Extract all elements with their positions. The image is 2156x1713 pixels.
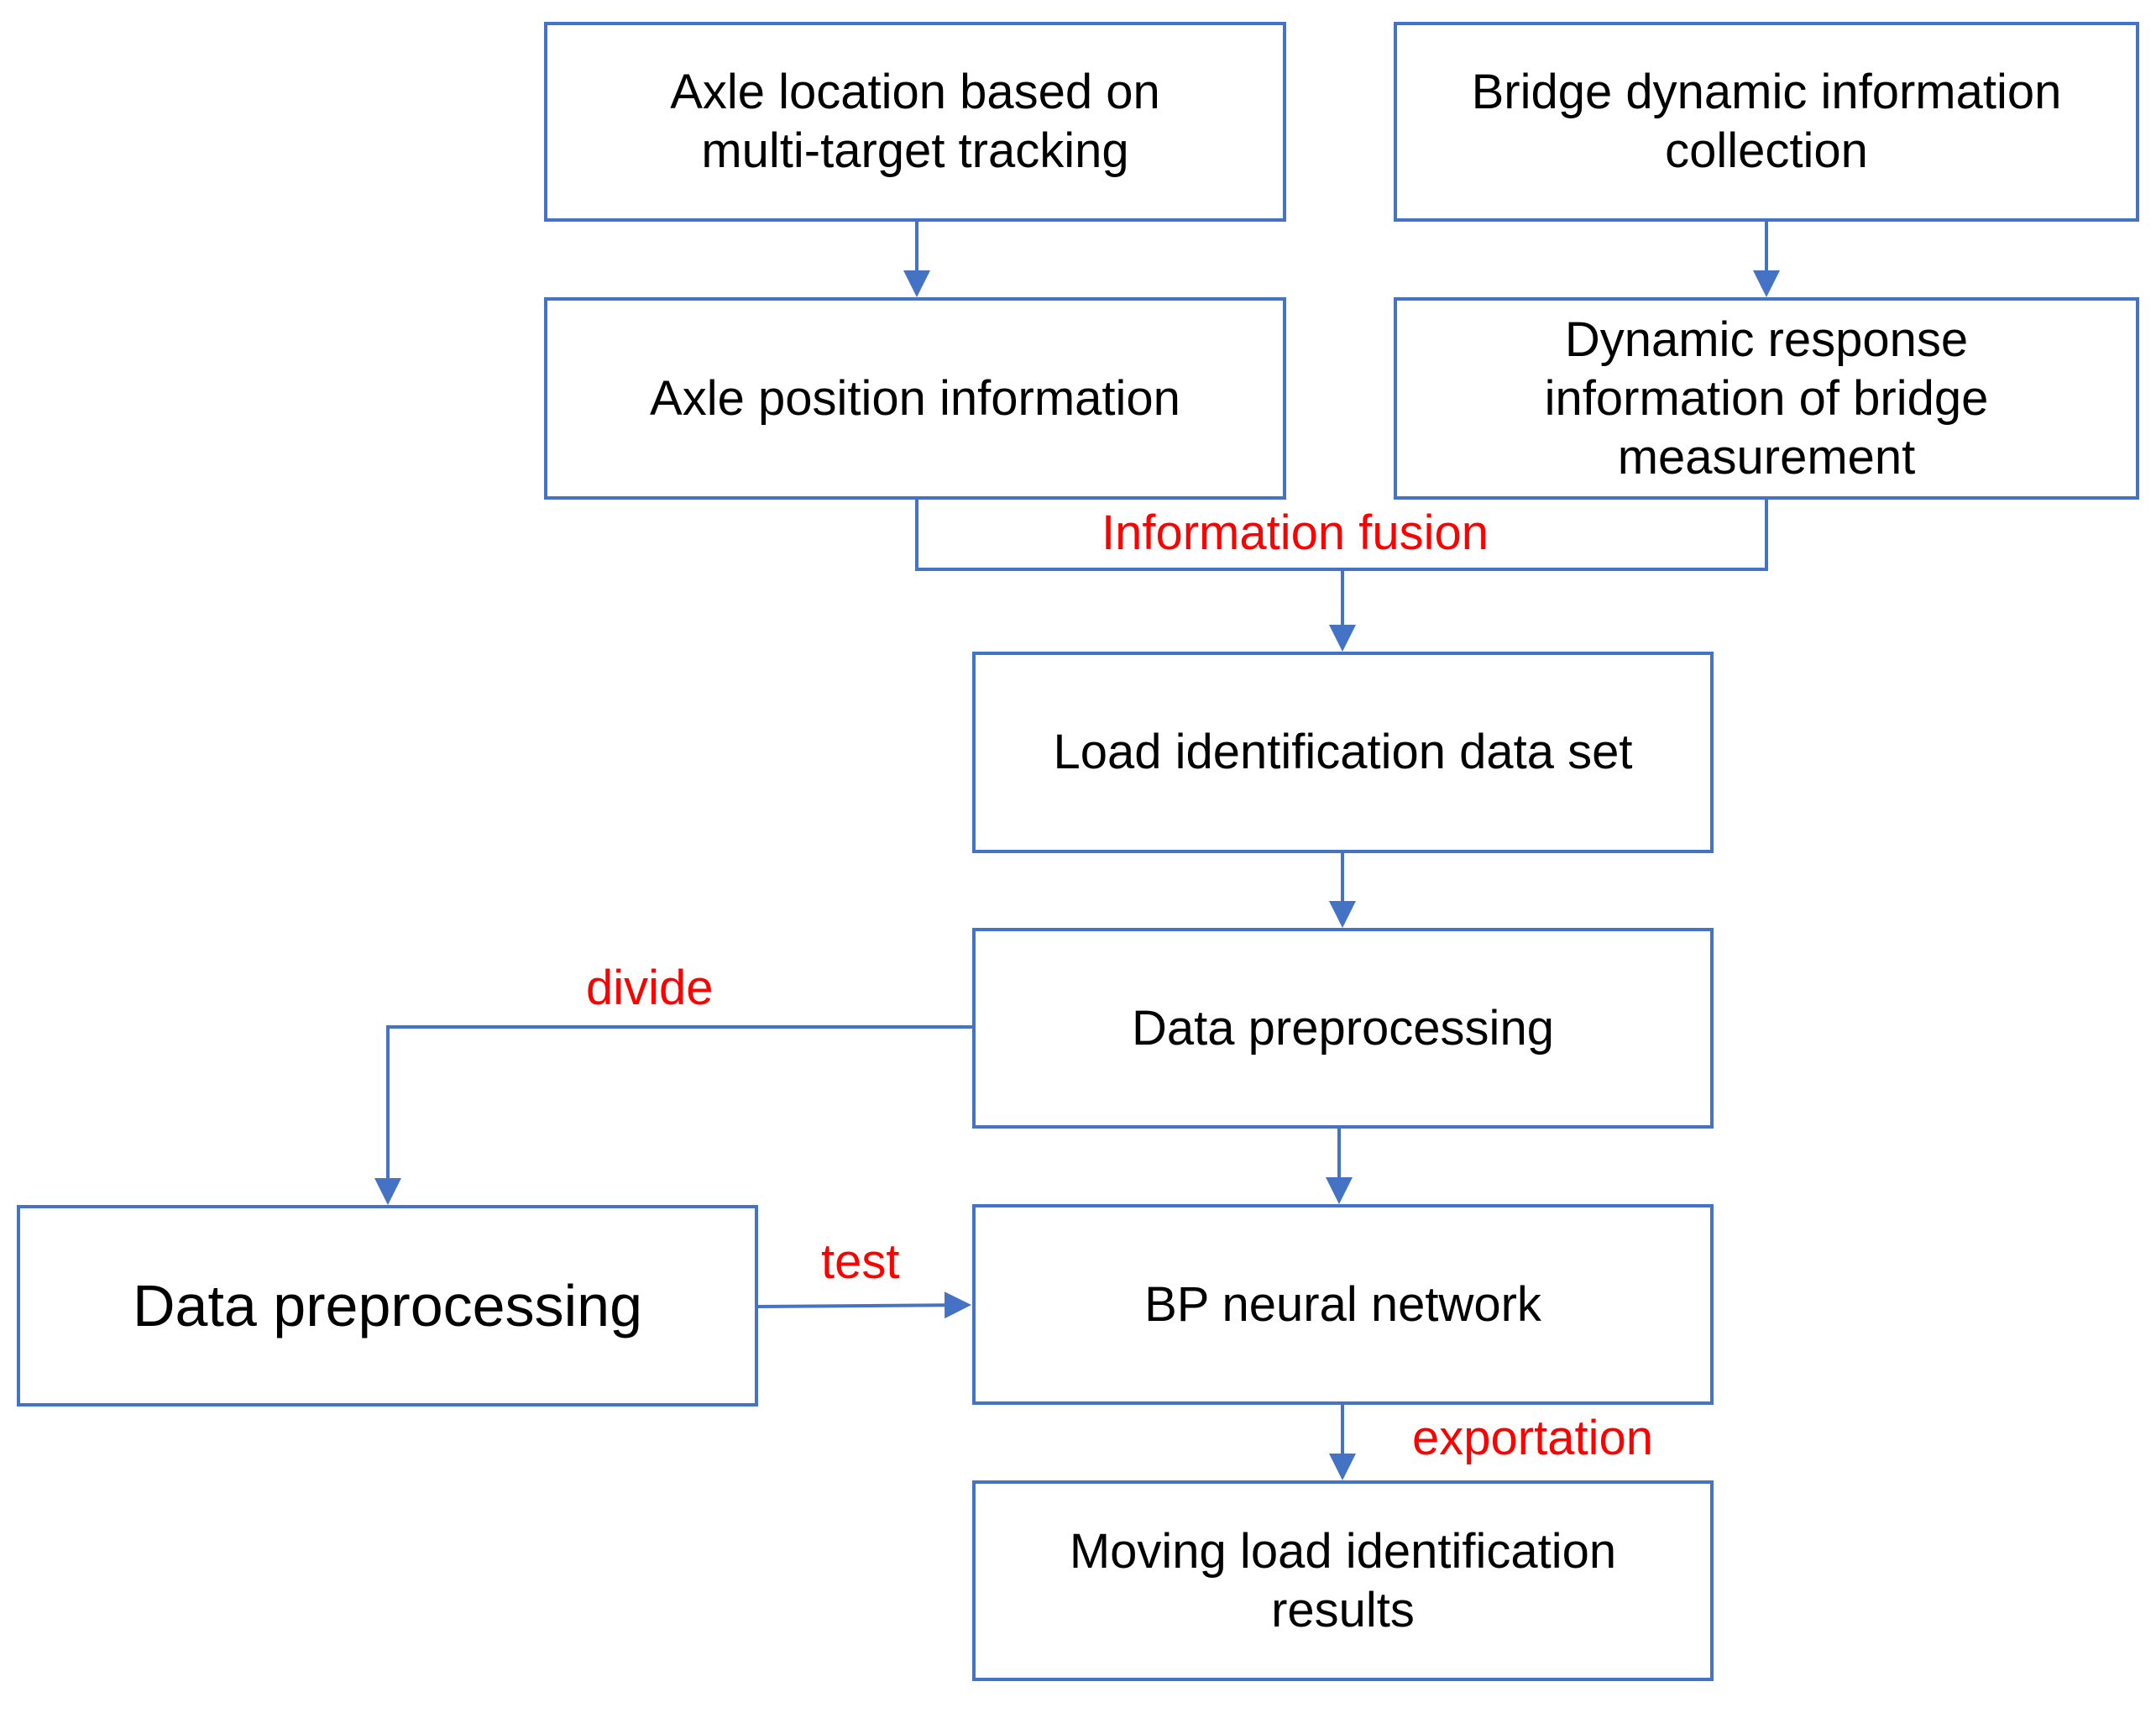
data-preprocessing-side-text: Data preprocessing: [133, 1273, 642, 1338]
axle-position-box: Axle position information: [544, 297, 1286, 500]
axle-location-box: Axle location based on multi-target trac…: [544, 22, 1286, 222]
dynamic-response-box: Dynamic response information of bridge m…: [1394, 297, 2139, 500]
bp-network-text: BP neural network: [1144, 1276, 1541, 1332]
bridge-collection-text: Bridge dynamic information collection: [1471, 65, 2062, 178]
axle-location-text: Axle location based on multi-target trac…: [670, 65, 1160, 178]
bp-network-box: BP neural network: [972, 1204, 1714, 1405]
data-preprocessing-side-box: Data preprocessing: [17, 1205, 758, 1407]
arrow-test-to-bp: [757, 1291, 971, 1319]
information-fusion-label: Information fusion: [1102, 506, 1489, 560]
load-dataset-text: Load identification data set: [1053, 725, 1633, 779]
data-preprocessing-main-box: Data preprocessing: [972, 928, 1714, 1129]
divide-label: divide: [586, 961, 714, 1015]
exportation-label: exportation: [1412, 1411, 1653, 1465]
test-label: test: [821, 1234, 900, 1289]
data-preprocessing-main-text: Data preprocessing: [1132, 1000, 1554, 1056]
arrow-divide-to-side-preprocessing: [374, 1025, 972, 1205]
axle-position-text: Axle position information: [650, 370, 1180, 426]
bridge-collection-box: Bridge dynamic information collection: [1394, 22, 2139, 222]
results-text: Moving load identification results: [1069, 1523, 1617, 1637]
load-dataset-box: Load identification data set: [972, 652, 1714, 853]
results-box: Moving load identification results: [972, 1480, 1714, 1681]
dynamic-response-text: Dynamic response information of bridge m…: [1544, 312, 1989, 485]
